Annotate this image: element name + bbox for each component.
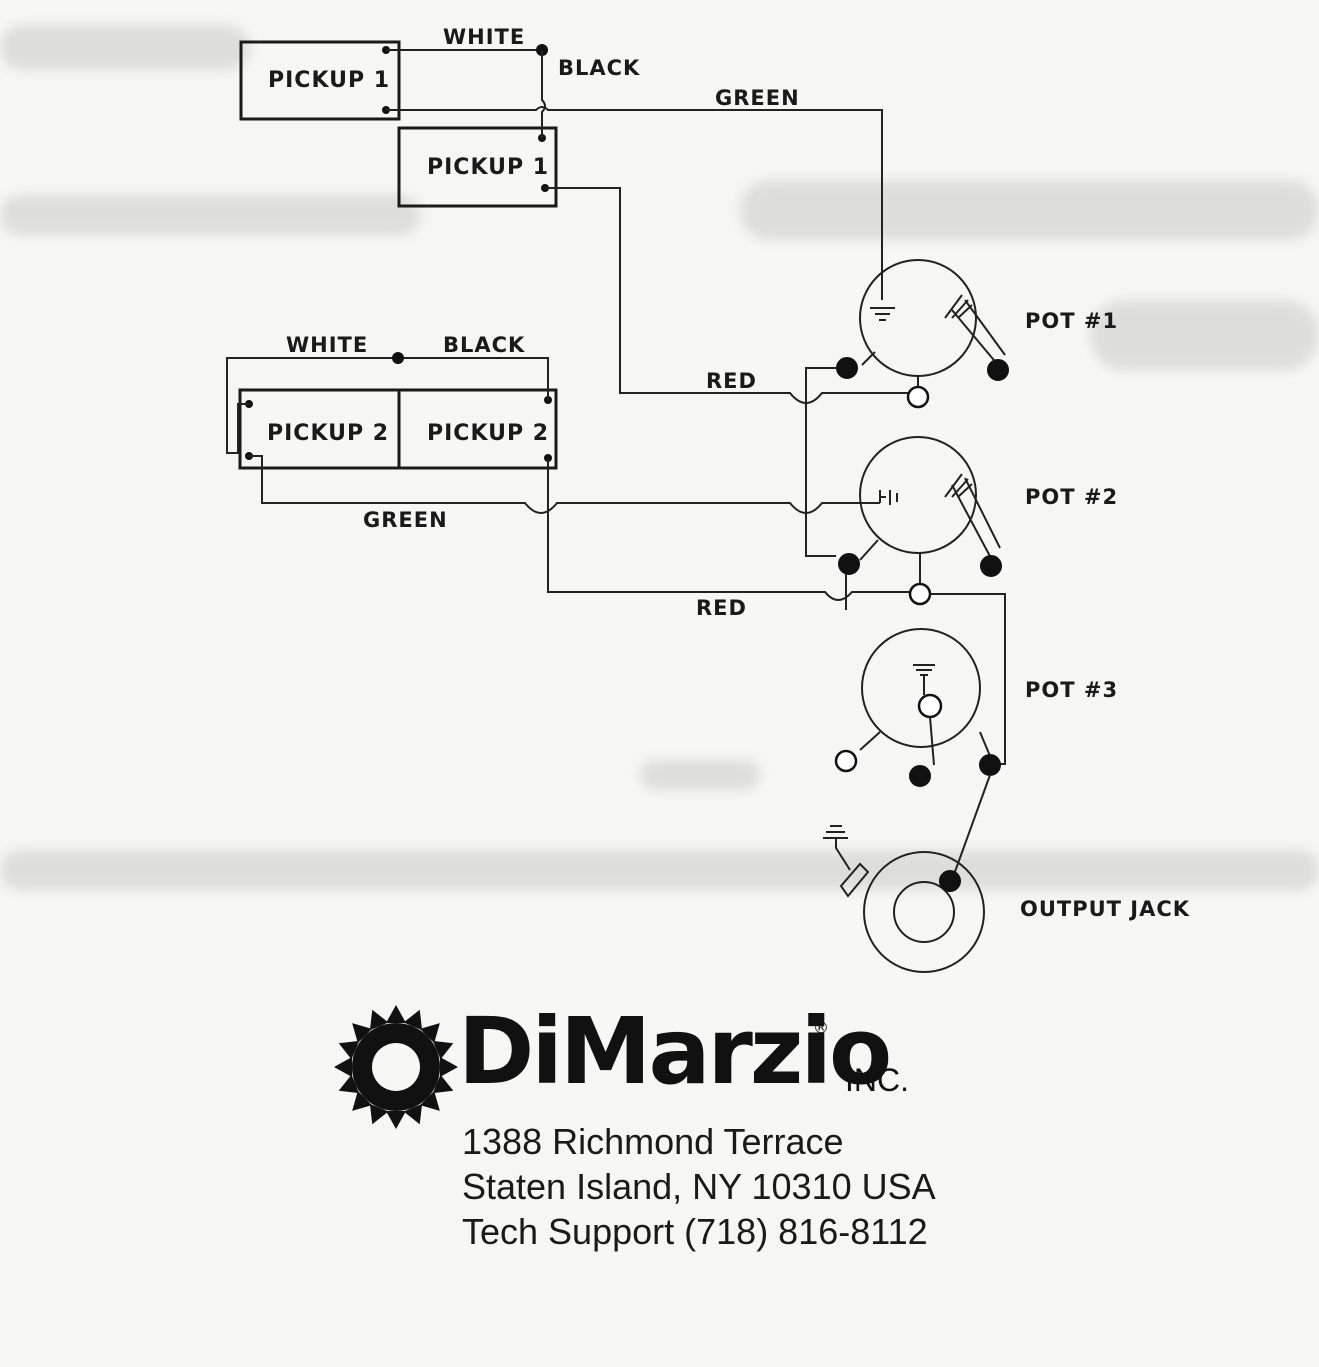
pickup-2-right-label: PICKUP 2 — [427, 421, 549, 446]
wire-label-black-1: BLACK — [558, 56, 640, 80]
wire-label-green-2: GREEN — [363, 508, 448, 532]
pickup-1-bottom-label: PICKUP 1 — [427, 155, 549, 180]
address-line-1: 1388 Richmond Terrace — [462, 1121, 844, 1162]
output-jack — [823, 825, 985, 973]
wire-label-red-2: RED — [696, 596, 747, 620]
wire-label-red-1: RED — [706, 369, 757, 393]
pot-3 — [834, 628, 1001, 787]
scan-smudge — [640, 760, 760, 790]
pickup-2-left-label: PICKUP 2 — [267, 421, 389, 446]
address-line-2: Staten Island, NY 10310 USA — [462, 1166, 936, 1207]
scan-smudge — [0, 195, 420, 235]
registered-mark: ® — [813, 1018, 829, 1037]
wire-label-green-1: GREEN — [715, 86, 800, 110]
pot-1 — [836, 259, 1009, 409]
brand-name: DiMarzio — [458, 998, 892, 1105]
wire-label-black-2: BLACK — [443, 333, 525, 357]
wiring-diagram: PICKUP 1 PICKUP 1 WHITE BLACK GREEN RED … — [226, 25, 1190, 973]
wire-label-white-2: WHITE — [286, 333, 368, 357]
output-jack-label: OUTPUT JACK — [1020, 897, 1190, 921]
scan-smudge — [740, 180, 1319, 240]
pickup-1-bottom-box — [397, 126, 558, 208]
pot-1-label: POT #1 — [1025, 309, 1118, 333]
brand-suffix: INC. — [845, 1062, 909, 1098]
pickup-1-top-box — [239, 40, 401, 121]
pickup-1-top-label: PICKUP 1 — [268, 68, 390, 93]
scan-smudge — [0, 850, 1319, 890]
tech-support-phone: Tech Support (718) 816-8112 — [462, 1211, 928, 1252]
sun-gear-icon — [334, 1005, 458, 1129]
scan-smudge — [1090, 300, 1319, 370]
scan-smudge — [0, 25, 250, 70]
wire-label-white-1: WHITE — [443, 25, 525, 49]
pickup-2-right-box — [397, 388, 558, 470]
pot-2-label: POT #2 — [1025, 485, 1118, 509]
pot-2 — [838, 436, 1002, 606]
pot-3-label: POT #3 — [1025, 678, 1118, 702]
